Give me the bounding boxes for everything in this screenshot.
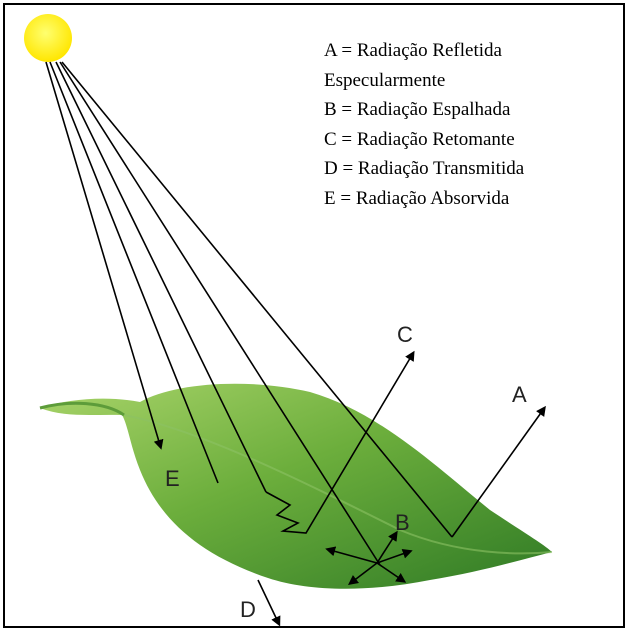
sun-icon <box>24 14 72 62</box>
ray-e <box>46 62 160 445</box>
label-d: D <box>240 597 256 622</box>
legend-item: E = Radiação Absorvida <box>324 184 524 214</box>
leaf <box>40 384 552 589</box>
legend-item: D = Radiação Transmitida <box>324 154 524 184</box>
legend-item: C = Radiação Retomante <box>324 125 524 155</box>
legend-item: Especularmente <box>324 66 524 96</box>
label-e: E <box>165 466 180 491</box>
legend-item: B = Radiação Espalhada <box>324 95 524 125</box>
legend: A = Radiação Refletida Especularmente B … <box>324 36 524 213</box>
label-a: A <box>512 382 527 407</box>
ray-d <box>258 580 278 622</box>
label-b: B <box>395 510 410 535</box>
label-c: C <box>397 322 413 347</box>
legend-item: A = Radiação Refletida <box>324 36 524 66</box>
